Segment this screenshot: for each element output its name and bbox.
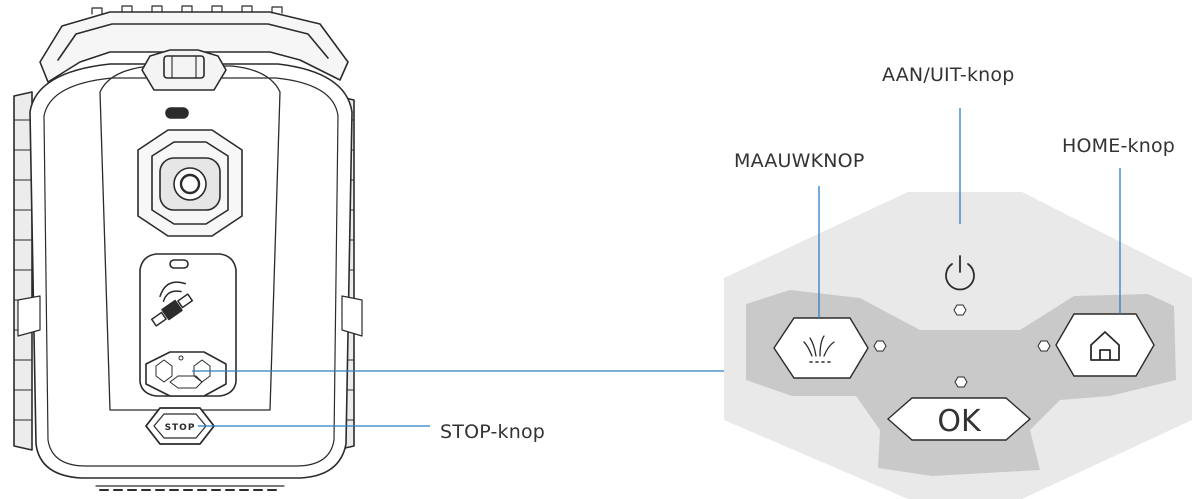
led-mow — [873, 340, 887, 352]
home-icon — [1090, 331, 1120, 361]
indicator-leds — [873, 304, 1051, 388]
power-button[interactable] — [945, 255, 975, 291]
mow-button[interactable] — [773, 317, 869, 379]
mower-left-tread — [13, 91, 33, 451]
mower-camera-module — [137, 129, 243, 237]
leader-lines — [192, 108, 1121, 427]
mower-handle — [141, 49, 227, 91]
stop-button-text: STOP — [165, 423, 196, 433]
mower-status-led — [165, 107, 189, 119]
led-power — [953, 304, 967, 316]
mower-bumper — [39, 5, 349, 83]
power-button-label: AAN/UIT-knop — [882, 64, 1015, 86]
mow-button-label: MAAUWKNOP — [734, 150, 865, 172]
mower-control-panel — [145, 351, 227, 397]
ok-button-label: OK — [937, 404, 982, 439]
mower-bottom-vent — [95, 485, 285, 491]
power-icon — [945, 255, 975, 291]
robot-mower-illustration: STOP — [13, 5, 363, 491]
ok-button[interactable]: OK — [886, 397, 1032, 441]
stop-button-label: STOP-knop — [440, 421, 546, 443]
led-home — [1037, 340, 1051, 352]
home-button-label: HOME-knop — [1062, 135, 1176, 157]
control-panel-closeup: OK — [724, 192, 1192, 499]
grass-icon — [803, 335, 835, 363]
led-ok — [954, 376, 968, 388]
home-button[interactable] — [1055, 313, 1155, 377]
